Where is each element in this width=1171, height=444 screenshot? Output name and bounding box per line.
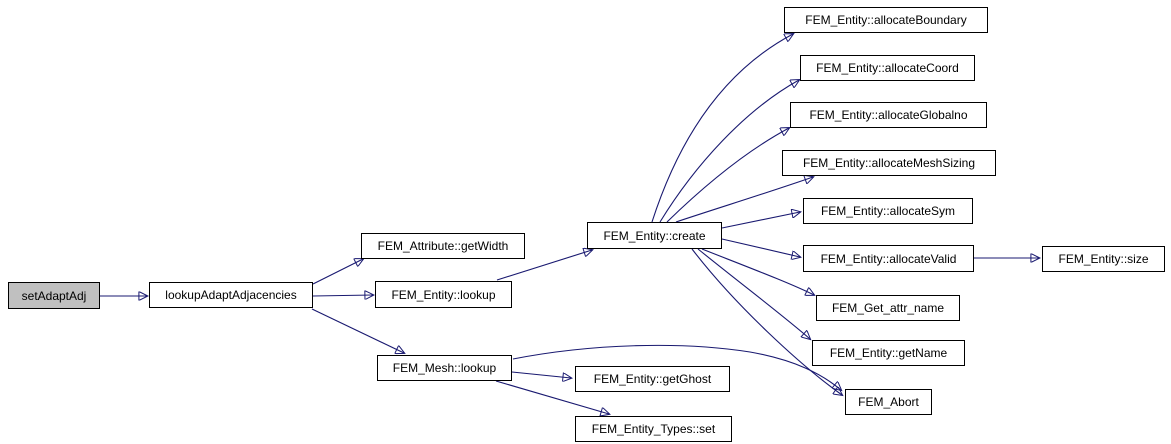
node-fem-mesh-lookup[interactable]: FEM_Mesh::lookup (377, 355, 512, 381)
edge-lookupadaptadjacencies-to-entity-lookup (312, 295, 373, 296)
node-fem-entity-allocateglobalno[interactable]: FEM_Entity::allocateGlobalno (790, 102, 987, 128)
node-fem-entity-lookup[interactable]: FEM_Entity::lookup (375, 281, 512, 308)
edge-create-to-allocateglobalno (666, 128, 789, 223)
edge-entity-lookup-to-create (496, 250, 592, 281)
edge-create-to-get-attr-name (701, 248, 814, 295)
node-fem-entity-getname[interactable]: FEM_Entity::getName (812, 340, 965, 366)
edge-create-to-allocateboundary (651, 34, 793, 223)
edge-mesh-lookup-to-getghost (511, 371, 571, 378)
node-fem-entity-allocatecoord[interactable]: FEM_Entity::allocateCoord (800, 55, 975, 81)
node-fem-entity-create[interactable]: FEM_Entity::create (587, 222, 722, 249)
edge-create-to-allocatevalid (721, 238, 800, 257)
node-fem-entity-allocatesym[interactable]: FEM_Entity::allocateSym (803, 198, 973, 224)
edge-lookupadaptadjacencies-to-getwidth (312, 259, 363, 285)
node-fem-attribute-getwidth[interactable]: FEM_Attribute::getWidth (361, 233, 525, 259)
edge-mesh-lookup-to-types-set (495, 380, 609, 414)
node-lookupadaptadjacencies[interactable]: lookupAdaptAdjacencies (149, 282, 313, 308)
edge-create-to-allocatesym (721, 212, 800, 229)
node-fem-entity-allocateboundary[interactable]: FEM_Entity::allocateBoundary (784, 7, 988, 33)
node-fem-entity-allocatevalid[interactable]: FEM_Entity::allocateValid (803, 245, 974, 272)
edge-lookupadaptadjacencies-to-mesh-lookup (311, 308, 404, 353)
edge-create-to-fem-abort (691, 248, 842, 395)
node-fem-entity-size[interactable]: FEM_Entity::size (1042, 246, 1165, 272)
node-fem-get-attr-name[interactable]: FEM_Get_attr_name (816, 295, 960, 321)
edge-mesh-lookup-to-fem-abort (512, 344, 841, 390)
edge-create-to-allocatemeshsizing (675, 177, 813, 223)
node-fem-entity-allocatemeshsizing[interactable]: FEM_Entity::allocateMeshSizing (782, 150, 996, 176)
node-setadaptadj: setAdaptAdj (8, 282, 100, 309)
node-fem-abort[interactable]: FEM_Abort (845, 389, 932, 415)
edge-create-to-allocatecoord (659, 80, 799, 223)
node-fem-entity-getghost[interactable]: FEM_Entity::getGhost (575, 366, 730, 392)
node-fem-entity-types-set[interactable]: FEM_Entity_Types::set (575, 416, 732, 442)
edge-create-to-getname (697, 248, 810, 339)
